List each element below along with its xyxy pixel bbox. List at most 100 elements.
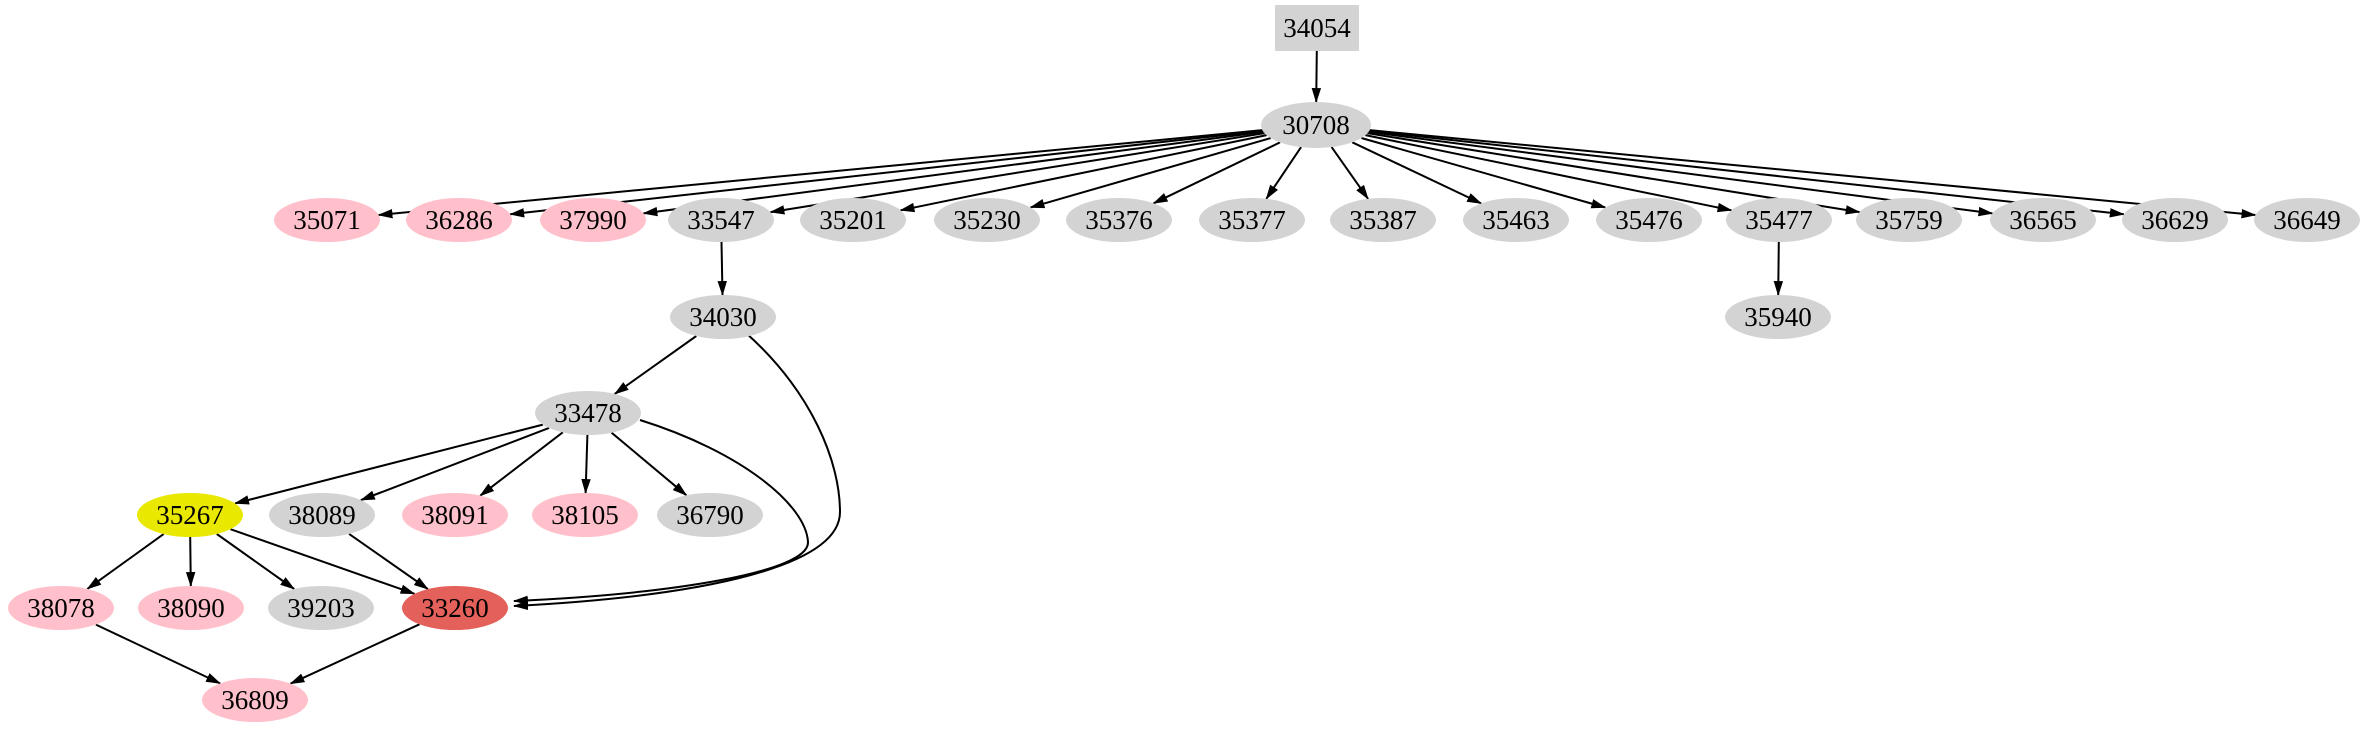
node-ellipse-shape <box>406 198 512 242</box>
node-label: 35387 <box>1349 205 1417 235</box>
edge-30708-35071 <box>377 129 1263 219</box>
node-label: 39203 <box>287 593 355 623</box>
edge-38089-33260 <box>348 533 429 590</box>
edge-30708-36629 <box>1369 129 2125 218</box>
node-label: 30708 <box>1282 110 1350 140</box>
edge-30708-36286 <box>509 129 1263 218</box>
node-label: 38105 <box>551 500 619 530</box>
node-ellipse-shape <box>137 493 243 537</box>
node-ellipse-shape <box>1261 102 1371 148</box>
node-box-shape <box>1275 5 1359 51</box>
edge-34030-33478 <box>613 335 697 395</box>
edge-30708-35476 <box>1361 137 1607 209</box>
graph-node-38078: 38078 <box>8 586 114 630</box>
edge-30708-35477 <box>1365 134 1733 213</box>
edge-35267-38078 <box>86 533 165 590</box>
edge-35477-35940 <box>1773 241 1784 297</box>
node-label: 35267 <box>156 500 224 530</box>
edge-30708-37990 <box>642 130 1264 217</box>
node-ellipse-shape <box>2254 198 2360 242</box>
node-ellipse-shape <box>268 586 374 630</box>
graph-node-35477: 35477 <box>1726 198 1832 242</box>
graph-nodes: 34054 30708 35071 36286 37990 33547 35201 35230… <box>8 5 2360 722</box>
edge-30708-35230 <box>1029 137 1271 209</box>
node-label: 35071 <box>293 205 361 235</box>
edge-33478-33260 <box>512 419 810 606</box>
graph-node-33547: 33547 <box>668 198 774 242</box>
node-label: 36809 <box>221 685 289 715</box>
graph-node-34030: 34030 <box>670 295 776 339</box>
edge-33478-38105 <box>581 434 591 495</box>
node-ellipse-shape <box>670 295 776 339</box>
graph-node-36565: 36565 <box>1990 198 2096 242</box>
edge-35267-39203 <box>216 533 296 590</box>
graph-node-35230: 35230 <box>934 198 1040 242</box>
node-ellipse-shape <box>934 198 1040 242</box>
edge-38078-36809 <box>95 623 222 685</box>
edge-33478-36790 <box>610 431 688 497</box>
node-label: 38078 <box>27 593 95 623</box>
graph-node-38105: 38105 <box>532 493 638 537</box>
graph-node-30708: 30708 <box>1261 102 1371 148</box>
node-label: 34054 <box>1283 13 1351 43</box>
edge-35267-33260 <box>230 528 416 595</box>
node-ellipse-shape <box>274 198 380 242</box>
graph-node-35759: 35759 <box>1856 198 1962 242</box>
graph-node-36790: 36790 <box>657 493 763 537</box>
edge-33547-34030 <box>717 241 727 297</box>
graph-node-39203: 39203 <box>268 586 374 630</box>
graph-node-35940: 35940 <box>1725 295 1831 339</box>
node-label: 33547 <box>687 205 755 235</box>
node-label: 36649 <box>2273 205 2341 235</box>
node-ellipse-shape <box>535 391 641 435</box>
node-ellipse-shape <box>1199 198 1305 242</box>
node-ellipse-shape <box>800 198 906 242</box>
node-label: 33260 <box>421 593 489 623</box>
graph-node-35071: 35071 <box>274 198 380 242</box>
graph-node-38091: 38091 <box>402 493 508 537</box>
edge-30708-35376 <box>1152 141 1281 205</box>
edge-30708-35387 <box>1330 146 1369 200</box>
node-label: 35463 <box>1482 205 1550 235</box>
node-label: 36629 <box>2141 205 2209 235</box>
graph-node-36286: 36286 <box>406 198 512 242</box>
graph-node-35476: 35476 <box>1596 198 1702 242</box>
node-ellipse-shape <box>540 198 646 242</box>
node-ellipse-shape <box>1990 198 2096 242</box>
graph-node-34054: 34054 <box>1275 5 1359 51</box>
node-label: 33478 <box>554 398 622 428</box>
graph-node-36629: 36629 <box>2122 198 2228 242</box>
edge-33478-35267 <box>234 423 544 505</box>
node-ellipse-shape <box>269 493 375 537</box>
graph-node-38090: 38090 <box>138 586 244 630</box>
node-ellipse-shape <box>2122 198 2228 242</box>
edge-33260-36809 <box>289 623 420 685</box>
node-ellipse-shape <box>402 586 508 630</box>
graph-node-37990: 37990 <box>540 198 646 242</box>
node-ellipse-shape <box>1596 198 1702 242</box>
node-label: 35376 <box>1085 205 1153 235</box>
edge-35267-38090 <box>185 536 196 588</box>
edge-30708-35201 <box>899 134 1267 213</box>
graph-node-36809: 36809 <box>202 678 308 722</box>
node-label: 35230 <box>953 205 1021 235</box>
graph-edges <box>86 50 2257 685</box>
edge-34030-33260 <box>512 332 842 610</box>
node-label: 36790 <box>676 500 744 530</box>
node-label: 38089 <box>288 500 356 530</box>
node-ellipse-shape <box>1463 198 1569 242</box>
node-ellipse-shape <box>1726 198 1832 242</box>
node-label: 36565 <box>2009 205 2077 235</box>
node-label: 38091 <box>421 500 489 530</box>
edge-30708-35377 <box>1265 146 1302 200</box>
graph-node-33478: 33478 <box>535 391 641 435</box>
graph-node-35201: 35201 <box>800 198 906 242</box>
edge-33478-38089 <box>359 426 550 502</box>
node-label: 35759 <box>1875 205 1943 235</box>
node-label: 36286 <box>425 205 493 235</box>
graph-node-35376: 35376 <box>1066 198 1172 242</box>
node-label: 35940 <box>1744 302 1812 332</box>
node-ellipse-shape <box>138 586 244 630</box>
graph-node-35463: 35463 <box>1463 198 1569 242</box>
node-label: 37990 <box>559 205 627 235</box>
